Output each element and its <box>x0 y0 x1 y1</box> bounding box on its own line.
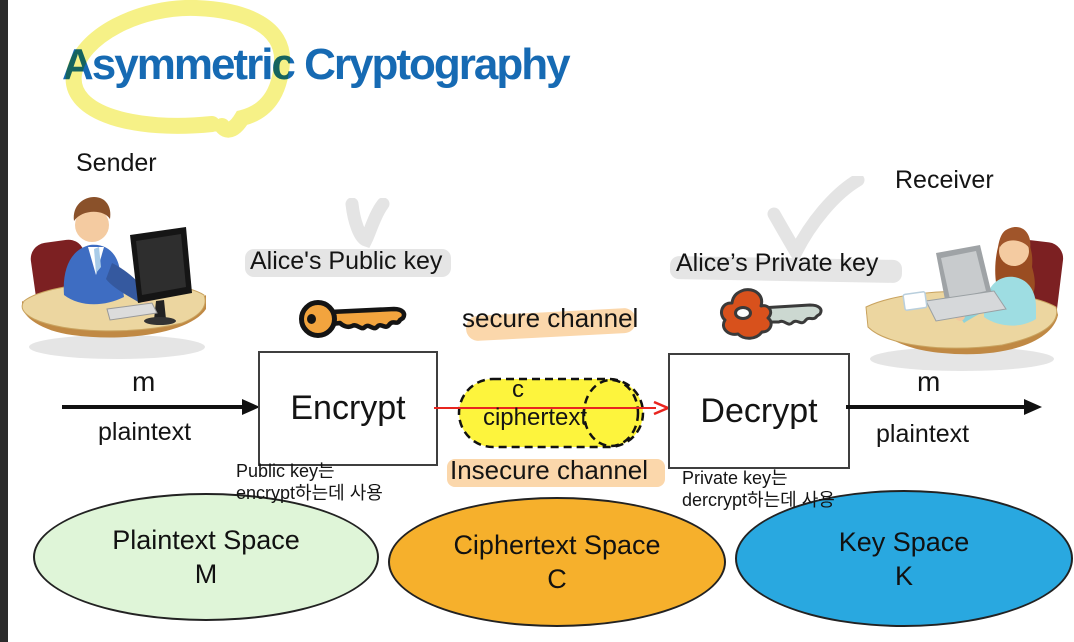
sender-hair <box>73 197 111 221</box>
sender-tie <box>94 247 101 273</box>
private-key-note: Private key는 dercrypt하는데 사용 <box>682 467 835 511</box>
ciphertext-space-ellipse: Ciphertext Space C <box>388 497 726 627</box>
arrow-head <box>1024 399 1042 415</box>
public-key-note: Public key는 encrypt하는데 사용 <box>236 460 383 504</box>
plaintext-input-arrow <box>62 399 260 415</box>
decrypt-box: Decrypt <box>668 353 850 469</box>
plaintext-space-ellipse: Plaintext Space M <box>33 493 379 621</box>
sender-suit <box>63 244 124 305</box>
private-key-icon <box>720 288 823 340</box>
space-symbol: M <box>194 559 218 589</box>
secure-channel-label: secure channel <box>462 303 639 333</box>
laptop-display <box>941 251 986 299</box>
plaintext-label-left: plaintext <box>98 418 192 446</box>
private-key-label: Alice’s Private key <box>676 249 879 277</box>
plaintext-label-right: plaintext <box>876 420 970 448</box>
sender-clipart <box>21 197 206 359</box>
public-key-icon <box>299 300 407 338</box>
sender-shadow <box>29 335 205 359</box>
sender-label: Sender <box>76 149 157 177</box>
space-symbol: C <box>547 564 567 594</box>
cipher-symbol: c <box>512 376 524 403</box>
marker-stroke <box>65 0 291 138</box>
grey-check-icon-small <box>345 198 390 248</box>
receiver-blouse <box>984 276 1036 326</box>
arrow-head <box>653 400 672 416</box>
insecure-channel-label: Insecure channel <box>450 455 649 485</box>
private-key-hole <box>734 306 752 320</box>
note-line: Private key는 <box>682 468 788 488</box>
cylinder-body <box>457 377 645 449</box>
card-on-desk <box>902 291 928 311</box>
note-line: dercrypt하는데 사용 <box>682 490 835 510</box>
sender-head <box>75 208 109 242</box>
receiver-head <box>999 236 1029 266</box>
grey-check-icon-large <box>767 176 865 266</box>
encrypt-box: Encrypt <box>258 351 438 466</box>
public-key-bow <box>299 300 337 338</box>
public-key-label: Alice's Public key <box>250 247 443 275</box>
marker-circle-annotation <box>65 0 291 138</box>
check-stroke <box>345 198 390 248</box>
public-key-shaft <box>327 306 407 331</box>
receiver-hair-front <box>999 227 1031 249</box>
monitor-stand <box>154 300 166 320</box>
plaintext-output-arrow <box>846 399 1042 415</box>
key-space-ellipse: Key Space K <box>735 490 1073 627</box>
check-stroke <box>767 176 865 266</box>
keyboard-icon <box>106 302 158 321</box>
message-symbol-right: m <box>917 366 941 397</box>
note-line: encrypt하는데 사용 <box>236 483 383 503</box>
space-symbol: K <box>894 560 913 591</box>
window-edge-bar <box>0 0 8 642</box>
arrow-head <box>242 399 260 415</box>
decrypt-label: Decrypt <box>700 391 818 430</box>
cylinder-cap <box>582 378 640 448</box>
receiver-clipart <box>865 227 1064 371</box>
space-title: Plaintext Space <box>112 525 300 555</box>
public-key-highlight <box>245 249 451 277</box>
space-title: Ciphertext Space <box>453 530 661 560</box>
private-key-shaft <box>758 303 823 326</box>
cipher-label: ciphertext <box>482 404 588 431</box>
receiver-label: Receiver <box>895 166 994 194</box>
receiver-shadow <box>870 347 1054 371</box>
monitor-base <box>144 317 176 325</box>
message-symbol-left: m <box>132 366 156 397</box>
page-title: Asymmetric Cryptography <box>62 40 571 89</box>
note-line: Public key는 <box>236 461 335 481</box>
monitor-screen <box>136 234 186 295</box>
public-key-hole <box>307 314 316 324</box>
encrypt-label: Encrypt <box>290 389 406 427</box>
laptop-keyboard <box>925 290 1007 322</box>
ciphertext-cylinder <box>457 377 645 449</box>
space-title: Key Space <box>838 526 970 557</box>
insecure-channel-highlight <box>447 459 665 487</box>
